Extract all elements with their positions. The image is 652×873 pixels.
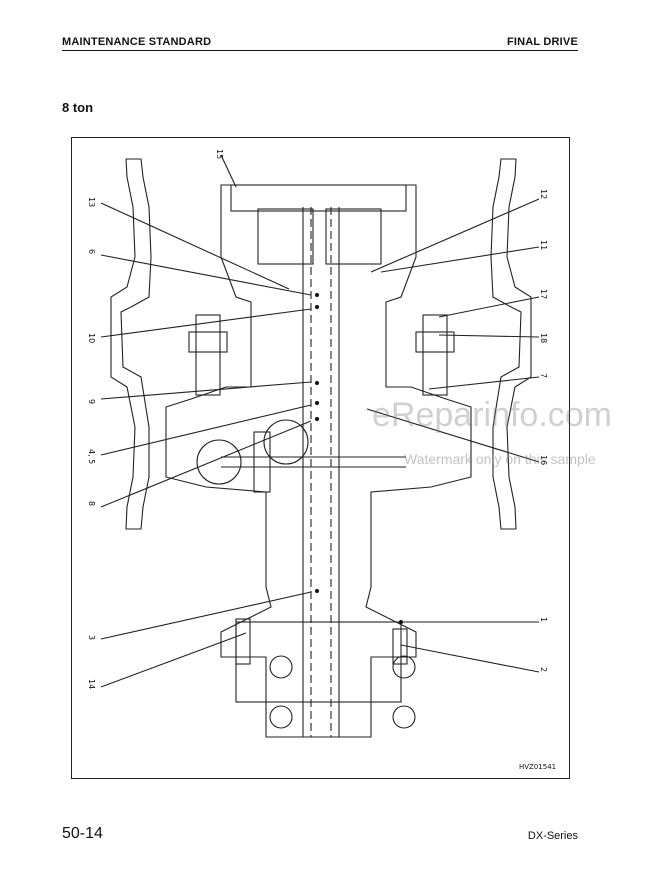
callout-10: 10 [87,333,96,343]
page-number: 50-14 [62,825,103,842]
callout-4-5: 4, 5 [87,449,96,464]
watermark-main: eReparinfo.com [372,396,613,434]
callout-1: 1 [539,617,548,622]
callout-17: 17 [539,289,548,299]
callout-11: 11 [539,240,548,250]
header-chapter: FINAL DRIVE [506,36,578,48]
callout-2: 2 [539,667,548,672]
drawing-frame [71,137,570,779]
watermark-sub: Watermark only on this sample [404,451,596,467]
header-manual-section: MAINTENANCE STANDARD [62,36,212,48]
callout-13: 13 [87,197,96,207]
final-drive-cross-section-drawing: 15 13 6 10 9 4, 5 8 3 14 12 11 17 18 7 1… [87,149,556,771]
callout-14: 14 [87,679,96,689]
callout-6: 6 [87,249,96,254]
series-label: DX-Series [527,830,578,842]
callout-7: 7 [539,373,548,378]
callout-8: 8 [87,501,96,506]
callout-9: 9 [87,399,96,404]
section-title: 8 ton [62,100,94,115]
callout-15: 15 [215,149,224,159]
callout-3: 3 [87,635,96,640]
drawing-code: HVZ01541 [519,763,556,771]
callout-18: 18 [539,333,548,343]
callout-12: 12 [539,189,548,199]
callout-16: 16 [539,455,548,465]
header-rule [62,50,578,51]
